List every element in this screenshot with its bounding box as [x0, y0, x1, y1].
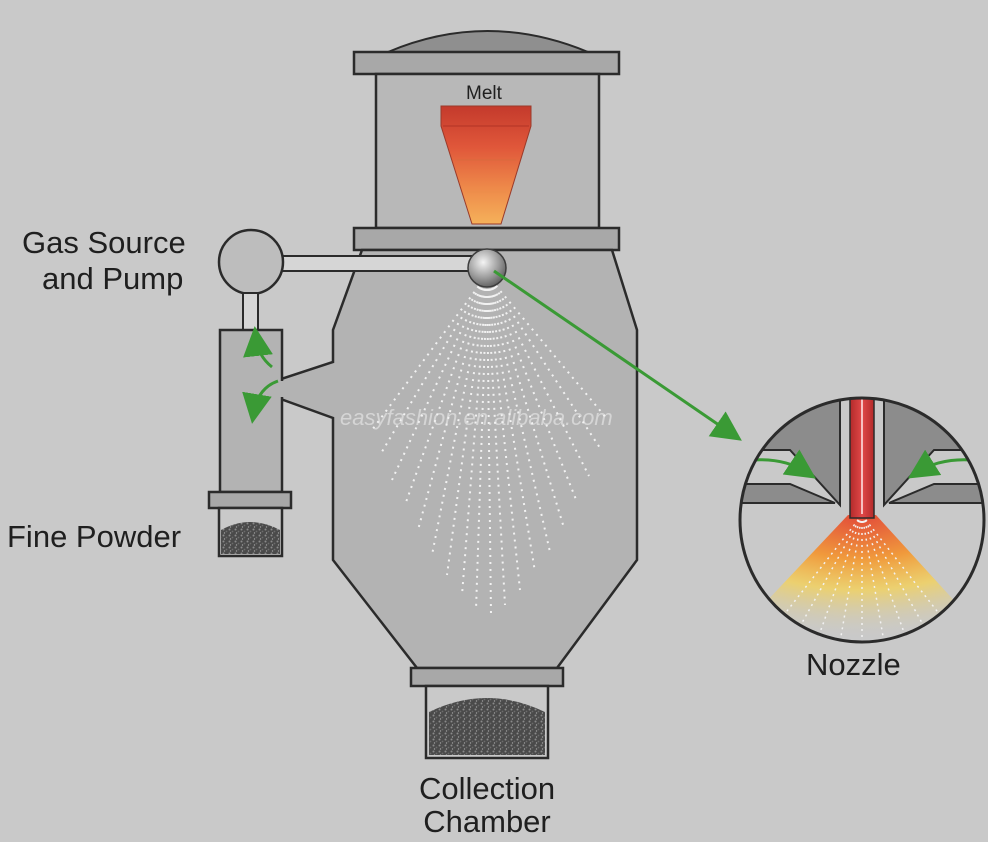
atomization-vessel	[276, 248, 639, 670]
gas-pump	[217, 228, 285, 296]
furnace-bottom-flange	[352, 226, 621, 252]
watermark: easyfashion.en.alibaba.com	[340, 405, 613, 430]
nozzle-detail-border	[738, 396, 986, 644]
gas-pipe	[281, 255, 475, 272]
collection-label-line1: Collection	[418, 771, 556, 806]
furnace-top-flange	[352, 50, 621, 76]
nozzle-spray-fan	[740, 515, 984, 640]
cyclone-joint	[277, 381, 287, 397]
collection-powder-pile	[429, 698, 545, 755]
zoom-pointer-arrow	[493, 269, 742, 441]
fine-powder-pile	[221, 522, 280, 554]
gas-source-label-line1: Gas Source	[22, 225, 186, 260]
melt-label: Melt	[466, 83, 502, 104]
collection-flange	[409, 666, 565, 688]
collection-label-line2: Chamber	[423, 804, 551, 839]
gas-source-label-line2: and Pump	[42, 261, 184, 296]
cyclone-flange	[207, 490, 293, 510]
furnace-dome	[387, 30, 589, 53]
spray-pattern	[371, 274, 609, 616]
nozzle-label: Nozzle	[806, 647, 901, 682]
fine-powder-label: Fine Powder	[7, 519, 182, 554]
nozzle-lower-right	[888, 483, 984, 504]
cyclone-body	[218, 328, 284, 494]
nozzle-lower-left	[740, 483, 836, 504]
atomizing-nozzle	[467, 248, 507, 288]
cyclone-pipe	[242, 292, 259, 332]
nozzle-spray-lines	[779, 514, 945, 642]
cyclone-flow-arrow	[242, 379, 279, 424]
melt-crucible	[440, 105, 532, 225]
cyclone-flow-arrow	[243, 326, 273, 369]
